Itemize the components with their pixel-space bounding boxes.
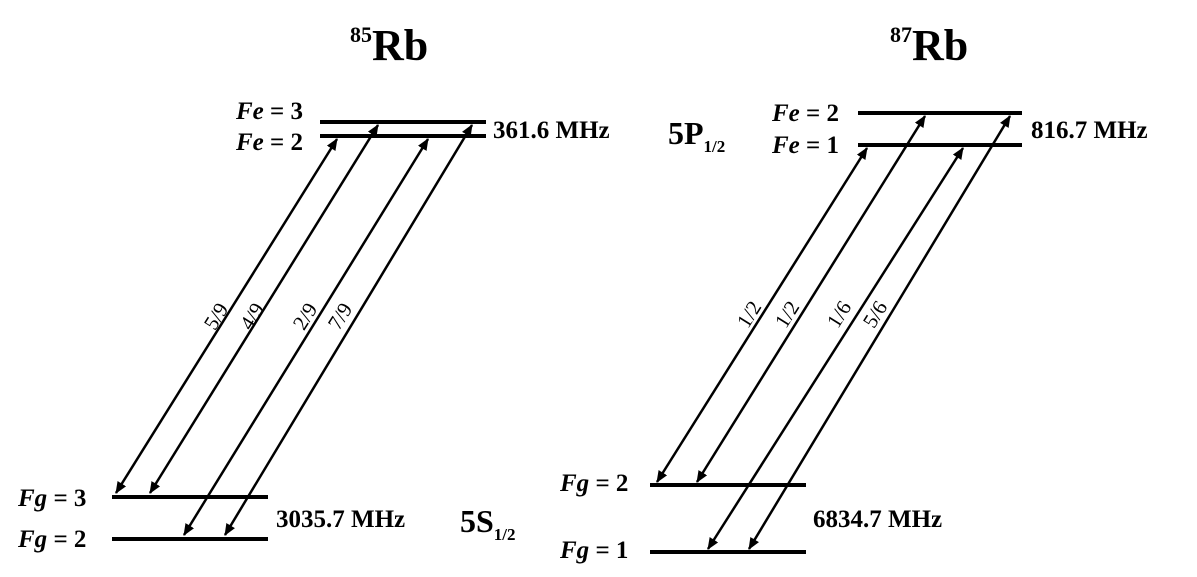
- rb85-fraction-2: 4/9: [235, 299, 270, 334]
- rb85-ground-splitting: 3035.7 MHz: [276, 506, 405, 533]
- rb87-fg2-label: Fg = 2: [559, 470, 628, 497]
- rb85-fraction-4: 7/9: [323, 299, 358, 334]
- rb87-fraction-1: 1/2: [732, 297, 767, 332]
- rb87-fg1-label: Fg = 1: [559, 537, 628, 564]
- rb85-transition-fg2-fe3: [223, 124, 474, 536]
- rb85-fe3-label: Fe = 3: [235, 98, 303, 125]
- rb87-fe1-label: Fe = 1: [771, 132, 839, 159]
- rb87-title: 87Rb: [890, 21, 968, 70]
- rb87-fe2-label: Fe = 2: [771, 100, 839, 127]
- rb87-fraction-3: 1/6: [822, 297, 857, 332]
- rb85-fraction-1: 5/9: [199, 299, 234, 334]
- rb85-fraction-3: 2/9: [288, 299, 323, 334]
- rb87-excited-splitting: 816.7 MHz: [1031, 117, 1148, 144]
- rb87-ground-splitting: 6834.7 MHz: [813, 506, 942, 533]
- rb87-transition-fg2-fe2: [695, 115, 927, 483]
- term-5s-half: 5S1/2: [460, 503, 516, 544]
- rb85-fe2-label: Fe = 2: [235, 129, 303, 156]
- rb87-fraction-2: 1/2: [770, 297, 805, 332]
- rb87-transition-fg1-fe2: [747, 115, 1012, 550]
- rb85-fg3-label: Fg = 3: [17, 485, 86, 512]
- rb85-title: 85Rb: [350, 21, 428, 70]
- term-5p-half: 5P1/2: [668, 115, 725, 156]
- rb87-fraction-4: 5/6: [858, 297, 893, 332]
- rb87-transition-fg1-fe1: [706, 147, 965, 550]
- rb85-excited-splitting: 361.6 MHz: [493, 117, 610, 144]
- rb85-transition-fg2-fe2: [182, 138, 430, 536]
- rb85-fg2-label: Fg = 2: [17, 526, 86, 553]
